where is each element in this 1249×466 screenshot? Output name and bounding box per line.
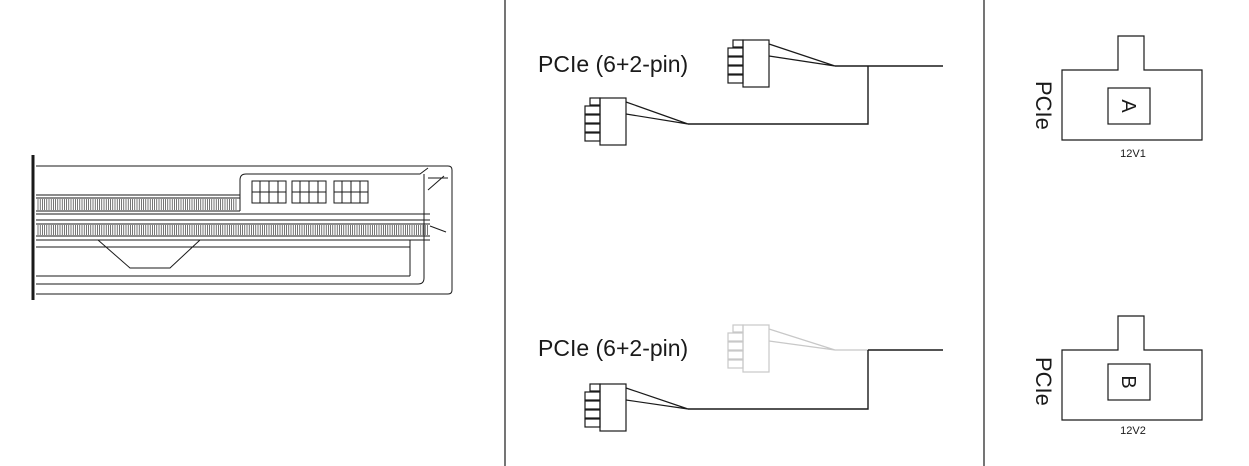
psu-port-b-letter-box [1107, 363, 1151, 401]
psu-port-b-outline [1061, 315, 1203, 421]
psu-port-a: A PCIe 12V1 [1031, 35, 1203, 160]
psu-port-a-letter-box [1107, 87, 1151, 125]
cable-1-label: PCIe (6+2-pin) [538, 51, 688, 77]
cable-2: PCIe (6+2-pin) [538, 324, 943, 432]
card-power-sockets [251, 180, 369, 204]
cable-2-upper-connector-faded [727, 324, 868, 373]
cable-2-wires [688, 349, 943, 410]
cable-2-lower-connector [584, 383, 689, 432]
cable-1-lower-connector [584, 97, 689, 146]
psu-port-b-rail: 12V2 [1120, 425, 1146, 437]
psu-port-a-outline [1061, 35, 1203, 141]
psu-port-b-side-label: PCIe [1031, 357, 1056, 406]
psu-port-a-letter: A [1117, 99, 1139, 113]
psu-port-b: B PCIe 12V2 [1031, 315, 1203, 437]
cable-1-upper-connector [727, 39, 836, 88]
graphics-card-illustration [31, 155, 453, 300]
psu-port-a-rail: 12V1 [1120, 148, 1146, 160]
cable-1-wires [688, 65, 943, 125]
psu-port-b-letter: B [1117, 375, 1139, 388]
cable-1: PCIe (6+2-pin) [538, 39, 943, 146]
cable-2-label: PCIe (6+2-pin) [538, 335, 688, 361]
psu-port-a-side-label: PCIe [1031, 81, 1056, 130]
